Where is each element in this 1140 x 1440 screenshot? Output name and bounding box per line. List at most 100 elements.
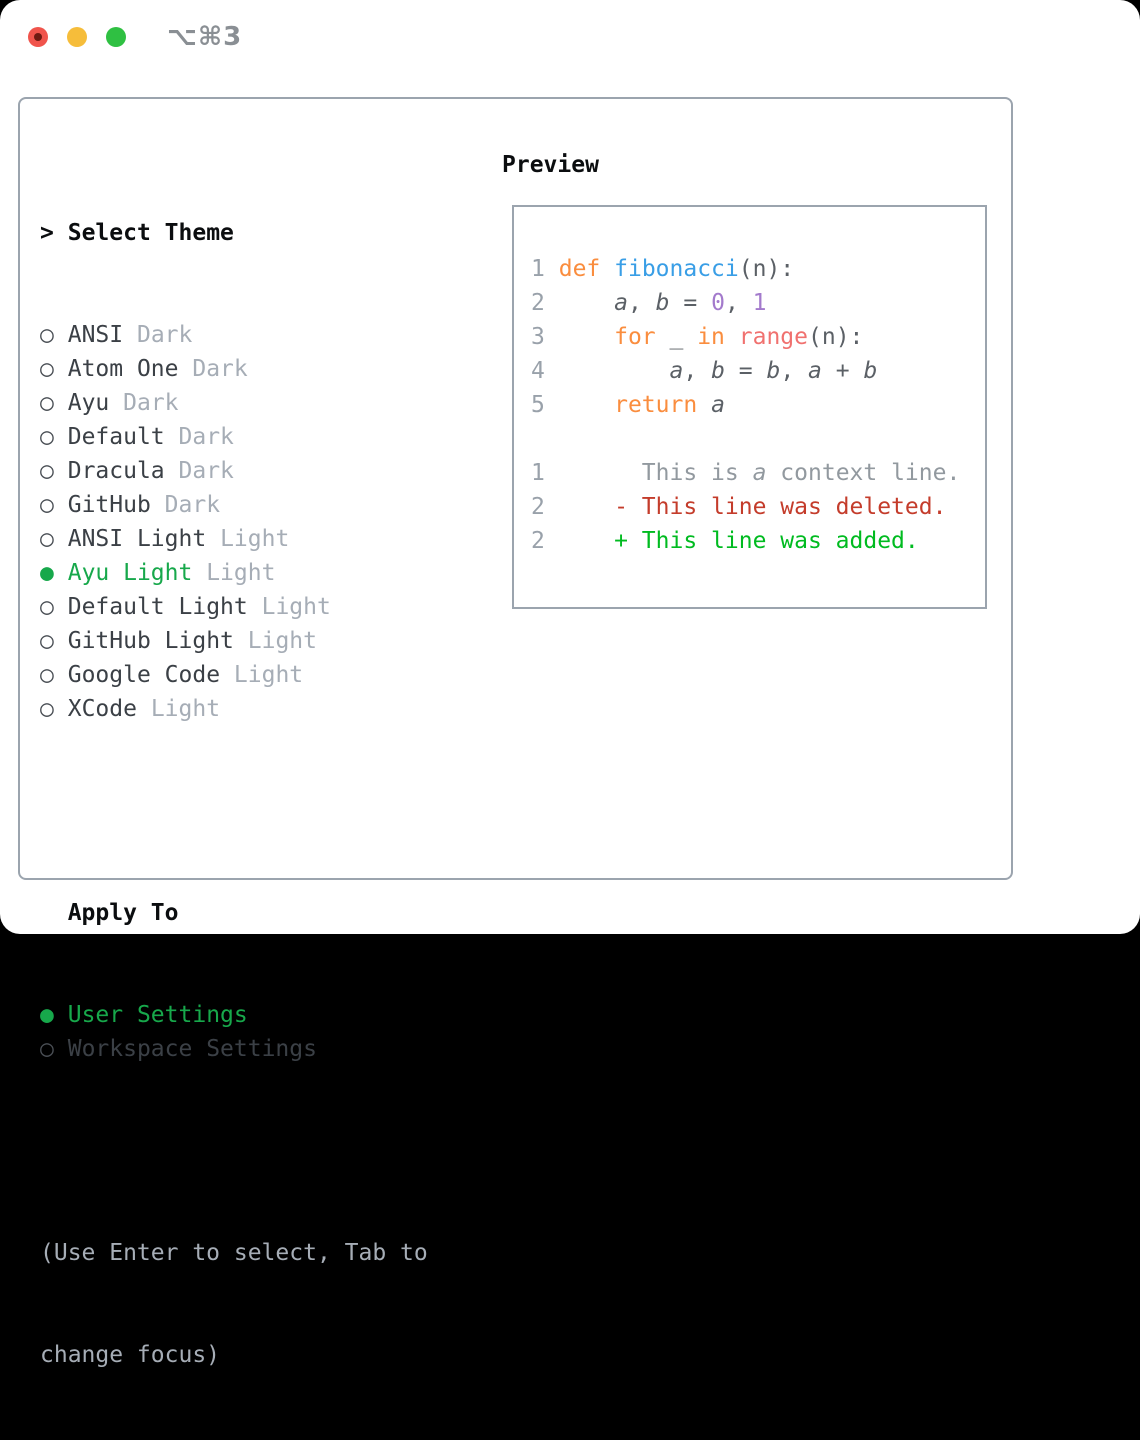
radio-unselected-icon: ○ bbox=[40, 662, 54, 688]
theme-variant-tag: Light bbox=[150, 696, 221, 722]
radio-unselected-icon: ○ bbox=[40, 696, 54, 722]
theme-option-default-light[interactable]: ○ Default Light Light bbox=[40, 590, 428, 624]
code-token: 1 bbox=[752, 290, 767, 316]
spacer bbox=[40, 1134, 428, 1168]
line-number: 2 bbox=[531, 290, 545, 316]
theme-name: ANSI bbox=[67, 322, 124, 348]
code-token: for bbox=[614, 324, 656, 350]
code-token: b bbox=[863, 358, 878, 384]
theme-variant-tag: Dark bbox=[178, 458, 234, 484]
code-line-3: 4 a, b = b, a + b bbox=[531, 354, 960, 388]
theme-option-ayu-light[interactable]: ● Ayu Light Light bbox=[40, 556, 428, 590]
line-number: 3 bbox=[531, 324, 545, 350]
apply-option-workspace-settings[interactable]: ○ Workspace Settings bbox=[40, 1032, 428, 1066]
close-button[interactable] bbox=[28, 27, 48, 47]
theme-name: XCode bbox=[67, 696, 137, 722]
code-token: + This line was added. bbox=[558, 528, 919, 554]
theme-name: Default Light bbox=[67, 594, 248, 620]
code-token: a bbox=[711, 392, 725, 418]
code-token bbox=[600, 256, 614, 282]
apply-option-label: Workspace Settings bbox=[67, 1036, 317, 1062]
apply-to-header-label: Apply To bbox=[67, 900, 179, 926]
code-line-1: 2 a, b = 0, 1 bbox=[531, 286, 960, 320]
code-token: This is bbox=[558, 460, 753, 486]
line-number: 2 bbox=[531, 494, 545, 520]
radio-unselected-icon: ○ bbox=[40, 322, 54, 348]
theme-option-ansi-light[interactable]: ○ ANSI Light Light bbox=[40, 522, 428, 556]
code-token: (n): bbox=[808, 324, 864, 350]
zoom-button[interactable] bbox=[106, 27, 126, 47]
theme-name: Ayu Light bbox=[67, 560, 193, 586]
theme-name: Dracula bbox=[67, 458, 165, 484]
code-token: , bbox=[780, 358, 809, 384]
code-token bbox=[559, 358, 670, 384]
app-window: ⌥⌘3 > Select Theme ○ ANSI Dark○ Atom One… bbox=[0, 0, 1140, 1368]
theme-name: ANSI Light bbox=[67, 526, 207, 552]
radio-selected-icon: ● bbox=[40, 1002, 54, 1028]
titlebar: ⌥⌘3 bbox=[0, 0, 1140, 70]
theme-name: Google Code bbox=[67, 662, 221, 688]
code-token: _ bbox=[655, 324, 698, 350]
code-token bbox=[697, 392, 711, 418]
preview-header: Preview bbox=[502, 152, 599, 178]
line-number: 2 bbox=[531, 528, 545, 554]
apply-to-header: Apply To bbox=[40, 896, 428, 930]
theme-variant-tag: Light bbox=[261, 594, 331, 620]
theme-variant-tag: Dark bbox=[164, 492, 221, 518]
theme-list: ○ ANSI Dark○ Atom One Dark○ Ayu Dark○ De… bbox=[40, 318, 428, 726]
code-line-5 bbox=[531, 422, 960, 456]
traffic-lights bbox=[28, 27, 126, 47]
theme-option-github[interactable]: ○ GitHub Dark bbox=[40, 488, 428, 522]
theme-variant-tag: Dark bbox=[136, 322, 193, 348]
theme-name: GitHub Light bbox=[67, 628, 234, 654]
code-token: def bbox=[558, 256, 601, 282]
code-line-0: 1 def fibonacci(n): bbox=[531, 252, 960, 286]
apply-option-user-settings[interactable]: ● User Settings bbox=[40, 998, 428, 1032]
theme-name: GitHub bbox=[67, 492, 151, 518]
theme-option-github-light[interactable]: ○ GitHub Light Light bbox=[40, 624, 428, 658]
theme-name: Ayu bbox=[67, 390, 110, 416]
theme-variant-tag: Light bbox=[233, 662, 304, 688]
radio-unselected-icon: ○ bbox=[40, 594, 54, 620]
radio-unselected-icon: ○ bbox=[40, 390, 54, 416]
code-line-8: 2 + This line was added. bbox=[531, 524, 960, 558]
code-token: + bbox=[821, 358, 864, 384]
minimize-button[interactable] bbox=[67, 27, 87, 47]
code-token: range bbox=[738, 324, 809, 350]
select-theme-header-label: Select Theme bbox=[67, 220, 234, 246]
code-line-6: 1 This is a context line. bbox=[531, 456, 960, 490]
radio-unselected-icon: ○ bbox=[40, 424, 54, 450]
radio-unselected-icon: ○ bbox=[40, 628, 54, 654]
theme-option-xcode[interactable]: ○ XCode Light bbox=[40, 692, 428, 726]
code-token: , bbox=[627, 290, 656, 316]
code-token bbox=[559, 324, 614, 350]
code-token: in bbox=[697, 324, 725, 350]
radio-unselected-icon: ○ bbox=[40, 492, 54, 518]
line-number: 1 bbox=[531, 460, 545, 486]
theme-option-atom-one[interactable]: ○ Atom One Dark bbox=[40, 352, 428, 386]
theme-option-google-code[interactable]: ○ Google Code Light bbox=[40, 658, 428, 692]
code-token: a bbox=[669, 358, 684, 384]
theme-option-ayu[interactable]: ○ Ayu Dark bbox=[40, 386, 428, 420]
code-line-4: 5 return a bbox=[531, 388, 960, 422]
theme-option-default[interactable]: ○ Default Dark bbox=[40, 420, 428, 454]
theme-variant-tag: Dark bbox=[178, 424, 234, 450]
theme-option-dracula[interactable]: ○ Dracula Dark bbox=[40, 454, 428, 488]
code-token: = bbox=[669, 290, 712, 316]
hint-line-1: (Use Enter to select, Tab to bbox=[40, 1240, 428, 1266]
theme-variant-tag: Dark bbox=[192, 356, 248, 382]
code-token: = bbox=[724, 358, 767, 384]
cursor-arrow: > bbox=[40, 220, 54, 246]
code-token: a bbox=[614, 290, 628, 316]
line-number: 5 bbox=[531, 392, 545, 418]
radio-unselected-icon: ○ bbox=[40, 458, 54, 484]
code-token: - This line was deleted. bbox=[558, 494, 947, 520]
window-title: ⌥⌘3 bbox=[167, 22, 243, 52]
theme-option-ansi[interactable]: ○ ANSI Dark bbox=[40, 318, 428, 352]
theme-variant-tag: Light bbox=[247, 628, 317, 654]
code-token: , bbox=[724, 290, 753, 316]
code-line-7: 2 - This line was deleted. bbox=[531, 490, 960, 524]
code-token: b bbox=[655, 290, 670, 316]
